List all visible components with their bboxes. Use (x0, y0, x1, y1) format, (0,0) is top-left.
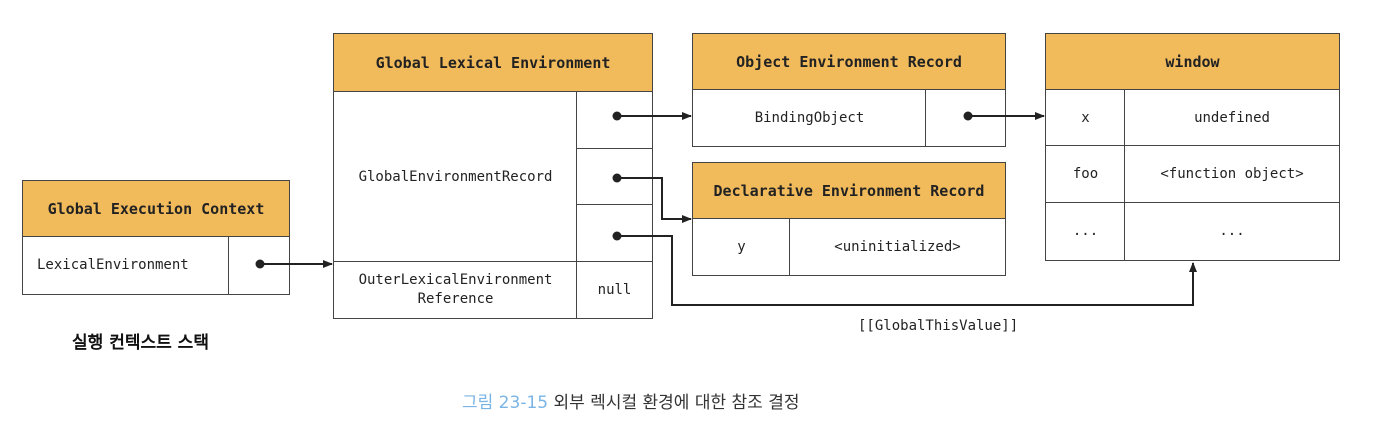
binding-object-field: BindingObject (692, 89, 927, 147)
declarative-env-record-header: Declarative Environment Record (692, 162, 1006, 220)
window-key-ellipsis: ... (1045, 202, 1126, 261)
window-key-foo: foo (1045, 145, 1126, 204)
figure-caption-text: 외부 렉시컬 환경에 대한 참조 결정 (553, 393, 800, 413)
declarative-key-y: y (692, 218, 791, 276)
window-value-x: undefined (1124, 89, 1340, 147)
global-environment-record-field: GlobalEnvironmentRecord (333, 91, 578, 263)
execution-context-stack-label: 실행 컨텍스트 스택 (72, 333, 209, 353)
global-this-value-label: [[GlobalThisValue]] (858, 318, 1019, 334)
execution-context-title: Global Execution Context (47, 200, 265, 218)
lexical-environment-field: LexicalEnvironment (22, 236, 230, 295)
window-value-foo: <function object> (1124, 145, 1340, 204)
global-record-pointer-3 (576, 204, 653, 263)
global-record-pointer-2 (576, 148, 653, 206)
outer-lexical-env-reference-field: OuterLexicalEnvironment Reference (333, 261, 578, 319)
window-header: window (1045, 33, 1340, 91)
outer-reference-value: null (576, 261, 653, 319)
global-lexical-env-header: Global Lexical Environment (333, 33, 653, 93)
figure-caption: 그림 23-15 외부 렉시컬 환경에 대한 참조 결정 (462, 388, 799, 413)
execution-context-header: Global Execution Context (22, 180, 290, 238)
global-record-pointer-1 (576, 91, 653, 150)
object-env-record-header: Object Environment Record (692, 33, 1006, 91)
binding-object-pointer-cell (925, 89, 1006, 147)
declarative-value-y: <uninitialized> (789, 218, 1006, 276)
figure-number: 그림 23-15 (462, 393, 549, 413)
window-value-ellipsis: ... (1124, 202, 1340, 261)
window-key-x: x (1045, 89, 1126, 147)
lexical-environment-pointer-cell (228, 236, 290, 295)
